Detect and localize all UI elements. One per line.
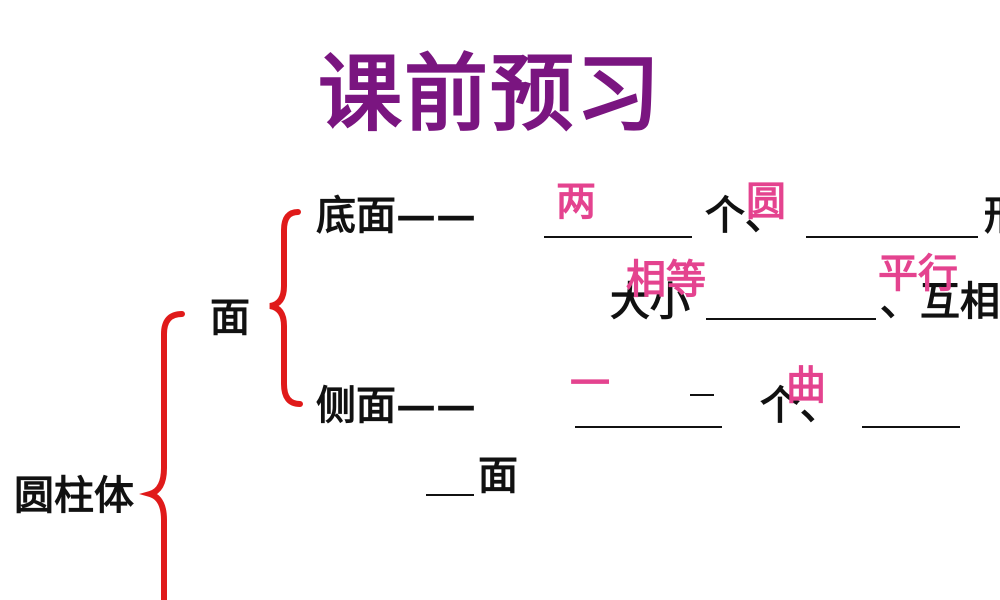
stray-dash <box>690 394 714 396</box>
answer-equal: 相等 <box>626 257 706 303</box>
base-count-suffix: 个、 <box>705 192 785 239</box>
base-size-prefix: 大小 <box>610 278 690 325</box>
side-face-blank <box>426 494 474 496</box>
side-count-suffix: 个、 <box>760 382 840 429</box>
answer-curved: 曲 <box>786 363 826 409</box>
answer-one: 一 <box>570 361 610 407</box>
root-label: 圆柱体 <box>14 472 134 519</box>
face-brace <box>269 209 303 407</box>
slide-title: 课前预习 <box>318 44 663 143</box>
base-relation-suffix: 、互相 <box>880 278 1000 325</box>
answer-parallel: 平行 <box>878 251 958 297</box>
side-type-blank <box>862 426 960 428</box>
main-brace <box>139 311 185 600</box>
base-size-blank <box>706 318 876 320</box>
side-label: 侧面—— <box>316 382 476 429</box>
base-shape-suffix: 形 <box>984 196 1000 236</box>
face-label: 面 <box>210 294 250 341</box>
base-shape-blank <box>806 236 978 238</box>
base-count-blank <box>544 236 692 238</box>
answer-circle: 圆 <box>746 179 786 225</box>
answer-two: 两 <box>556 179 596 225</box>
base-label: 底面—— <box>316 192 476 239</box>
side-count-blank <box>575 426 722 428</box>
side-face-suffix: 面 <box>478 452 518 499</box>
